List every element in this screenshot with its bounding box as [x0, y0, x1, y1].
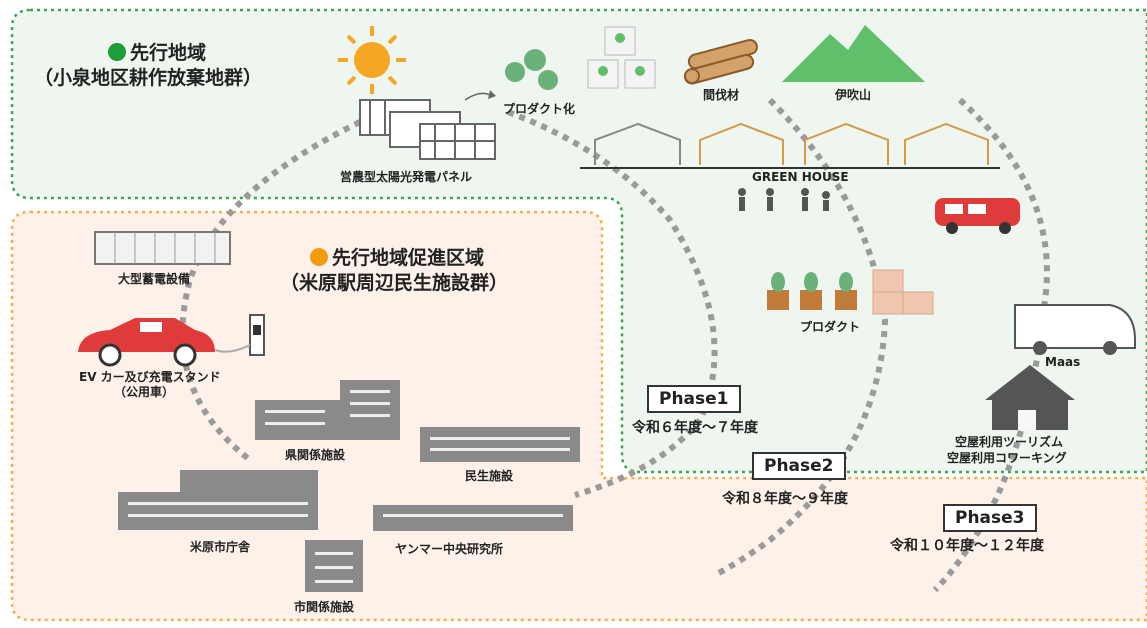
advanced-region-title: 先行地域 [108, 38, 206, 65]
greenhouse-icon [594, 122, 989, 165]
house-icon [985, 365, 1075, 430]
label-akiya-tourism: 空屋利用ツーリズム [955, 435, 1064, 449]
label-product-ka: プロダクト化 [503, 102, 576, 116]
label-minsei: 民生施設 [465, 469, 514, 483]
arrow-icon [464, 92, 491, 101]
label-ibuki: 伊吹山 [835, 88, 872, 102]
car-icon [78, 318, 215, 367]
green-dot-icon [108, 43, 126, 61]
yanmar-building-icon [373, 505, 573, 531]
cityhall-building-icon [118, 470, 318, 530]
label-city: 市関係施設 [294, 600, 355, 614]
van-icon [935, 198, 1020, 234]
road-curve-1 [179, 119, 362, 463]
phase2-period: 令和８年度～９年度 [722, 491, 848, 507]
plant-icon [767, 272, 857, 310]
advanced-area [10, 8, 1147, 474]
minsei-building-icon [420, 427, 580, 462]
label-maas: Maas [1045, 355, 1081, 369]
sun-icon [338, 26, 406, 94]
label-cityhall: 米原市庁舎 [190, 540, 251, 554]
phase3-period: 令和１０年度～１２年度 [890, 538, 1044, 554]
box-icon [872, 269, 934, 315]
promotion-region-subtitle: （米原駅周辺民生施設群） [280, 272, 509, 294]
label-akiya-coworking: 空屋利用コワーキング [947, 451, 1067, 465]
label-battery: 大型蓄電設備 [118, 272, 191, 286]
log-icon [683, 38, 758, 85]
phase1-box: Phase1 [647, 385, 741, 413]
mountain-icon [782, 25, 925, 82]
label-ev-line2: （公用車） [114, 385, 175, 399]
label-ev-line1: EV カー及び充電スタンド [79, 370, 221, 384]
advanced-region-subtitle: （小泉地区耕作放棄地群） [34, 67, 263, 89]
tree-icon [505, 49, 558, 90]
battery-icon [94, 231, 231, 265]
charger-icon [214, 314, 265, 356]
label-solar: 営農型太陽光発電パネル [340, 170, 473, 184]
orange-dot-icon [310, 248, 328, 266]
label-yanmar: ヤンマー中央研究所 [395, 542, 504, 556]
bus-icon [1014, 304, 1136, 355]
label-kanbatsu: 間伐材 [703, 88, 740, 102]
label-greenhouse: GREEN HOUSE [752, 170, 849, 184]
solar-panel-icon [359, 99, 496, 160]
people-icon [738, 188, 830, 211]
label-pref: 県関係施設 [285, 448, 346, 462]
phase2-box: Phase2 [752, 452, 846, 480]
phase1-period: 令和６年度～７年度 [632, 420, 758, 436]
phase3-box: Phase3 [943, 504, 1037, 532]
road-curve-3 [713, 97, 889, 578]
promotion-region-title: 先行地域促進区域 [310, 243, 484, 270]
label-product: プロダクト [800, 320, 861, 334]
road-curve-4 [932, 97, 1050, 593]
